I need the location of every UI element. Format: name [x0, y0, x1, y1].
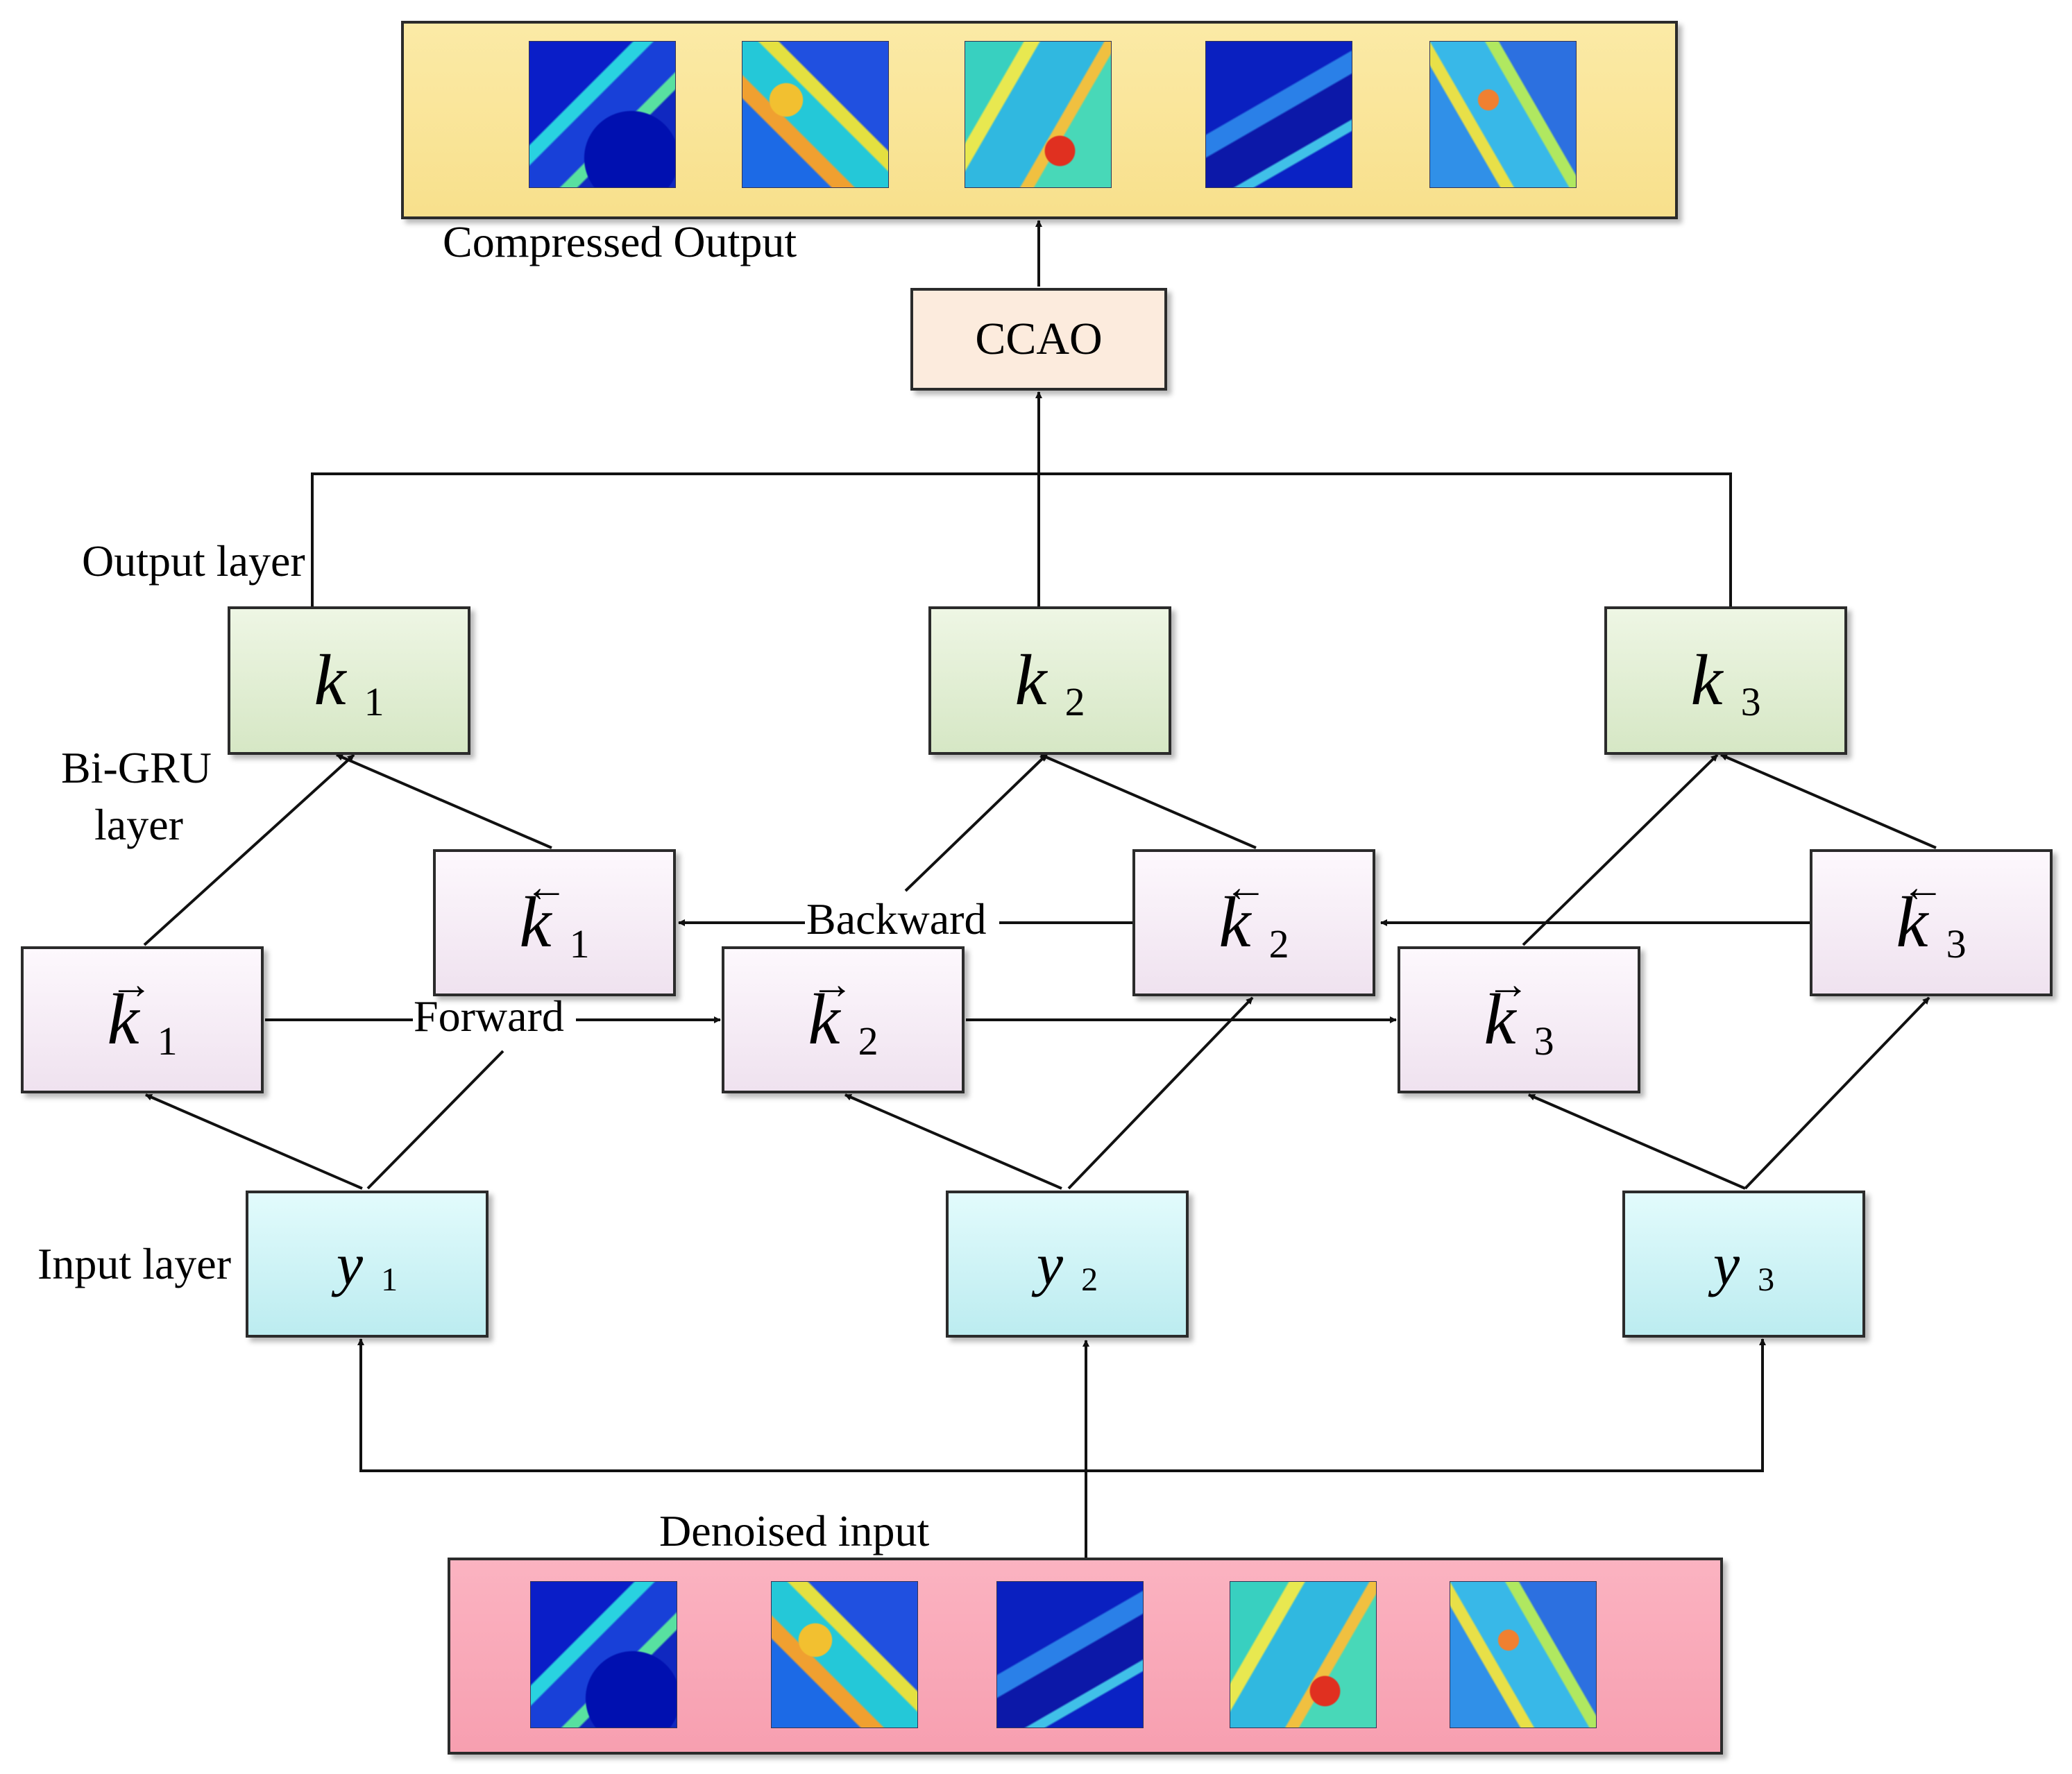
fk1-to-k1	[143, 753, 355, 946]
forward-node-k1-letter: k	[107, 980, 139, 1059]
forward-label: Forward	[414, 991, 564, 1041]
backward-node-k2-var: ←k	[1218, 866, 1267, 959]
backward-arrow-mark: ←	[1901, 864, 1945, 911]
forward-arrow-mark: →	[110, 961, 153, 1008]
bigru-layer-label-line2: layer	[94, 800, 183, 849]
forward-node-k3-var: →k	[1484, 963, 1529, 1056]
compressed-output-label: Compressed Output	[443, 217, 797, 266]
input-node-y2-sub: 2	[1081, 1261, 1098, 1298]
output-node-k1-var: k	[314, 640, 346, 720]
input-node-y1-sub: 1	[381, 1261, 398, 1298]
hyperspectral-band-thumbnail	[771, 1581, 918, 1728]
compressed-output-band	[401, 21, 1678, 219]
y1-to-fk1	[145, 1093, 363, 1190]
ccao-box: CCAO	[910, 288, 1167, 391]
backward-node-k1-var: ←k	[519, 866, 568, 959]
denoised-input-label: Denoised input	[659, 1506, 930, 1555]
hyperspectral-band-thumbnail	[742, 41, 889, 188]
output-node-k3-sub: 3	[1740, 679, 1761, 724]
denoised-input-band	[448, 1558, 1723, 1755]
input-node-y3-sub: 3	[1758, 1261, 1775, 1298]
forward-node-k3-sub: 3	[1534, 1018, 1554, 1064]
hyperspectral-band-thumbnail	[965, 41, 1112, 188]
backward-node-k1-sub: 1	[569, 921, 590, 966]
forward-node-k2-letter: k	[808, 980, 840, 1059]
hyperspectral-band-thumbnail	[1230, 1581, 1377, 1728]
hyperspectral-band-thumbnail	[529, 41, 676, 188]
input-node-y2-var: y	[1036, 1231, 1064, 1297]
bk1-to-k1	[336, 753, 552, 849]
fk3-to-k3	[1522, 753, 1719, 946]
input-node-y1-var: y	[336, 1231, 364, 1297]
output-layer-label: Output layer	[82, 536, 305, 586]
hyperspectral-band-thumbnail	[530, 1581, 677, 1728]
input-node-y3-var: y	[1713, 1231, 1740, 1297]
output-node-k1-sub: 1	[364, 679, 384, 724]
backward-arrow-mark: ←	[1224, 864, 1268, 911]
y2-to-bk2	[1067, 996, 1254, 1190]
hyperspectral-band-thumbnail	[996, 1581, 1144, 1728]
forward-arrow-mark: →	[1486, 961, 1530, 1008]
fk2-to-k2-partial	[904, 753, 1048, 892]
output-node-k2-sub: 2	[1064, 679, 1085, 724]
forward-node-k2-sub: 2	[858, 1018, 878, 1064]
forward-node-k1-var: →k	[107, 963, 153, 1056]
output-node-k3-var: k	[1690, 640, 1723, 720]
forward-arrow-mark: →	[810, 961, 854, 1008]
y1-to-bk1-partial	[366, 1050, 504, 1190]
y2-to-fk2	[844, 1093, 1062, 1190]
bk3-to-k3	[1720, 753, 1937, 849]
output-collector-bus	[311, 472, 1732, 607]
backward-node-k2-sub: 2	[1268, 921, 1289, 966]
bigru-layer-label-line1: Bi-GRU	[61, 743, 212, 792]
hyperspectral-band-thumbnail	[1205, 41, 1352, 188]
backward-node-k1-letter: k	[519, 882, 552, 962]
forward-node-k3-letter: k	[1484, 980, 1516, 1059]
forward-node-k1-sub: 1	[157, 1018, 178, 1064]
backward-node-k2-letter: k	[1218, 882, 1251, 962]
hyperspectral-band-thumbnail	[1450, 1581, 1597, 1728]
input-layer-label: Input layer	[37, 1239, 231, 1288]
ccao-label: CCAO	[975, 314, 1103, 364]
y3-to-fk3	[1528, 1093, 1746, 1190]
backward-arrow-mark: ←	[525, 864, 568, 911]
backward-node-k3-sub: 3	[1946, 921, 1967, 966]
bk2-to-k2	[1040, 753, 1257, 849]
output-node-k2-var: k	[1014, 640, 1047, 720]
denoised-feed-bus	[359, 1340, 1764, 1472]
backward-label: Backward	[806, 894, 987, 944]
backward-node-k3-letter: k	[1896, 882, 1928, 962]
forward-node-k2-var: →k	[808, 963, 854, 1056]
backward-node-k3-var: ←k	[1896, 866, 1944, 959]
y3-to-bk3	[1744, 996, 1930, 1190]
hyperspectral-band-thumbnail	[1429, 41, 1577, 188]
